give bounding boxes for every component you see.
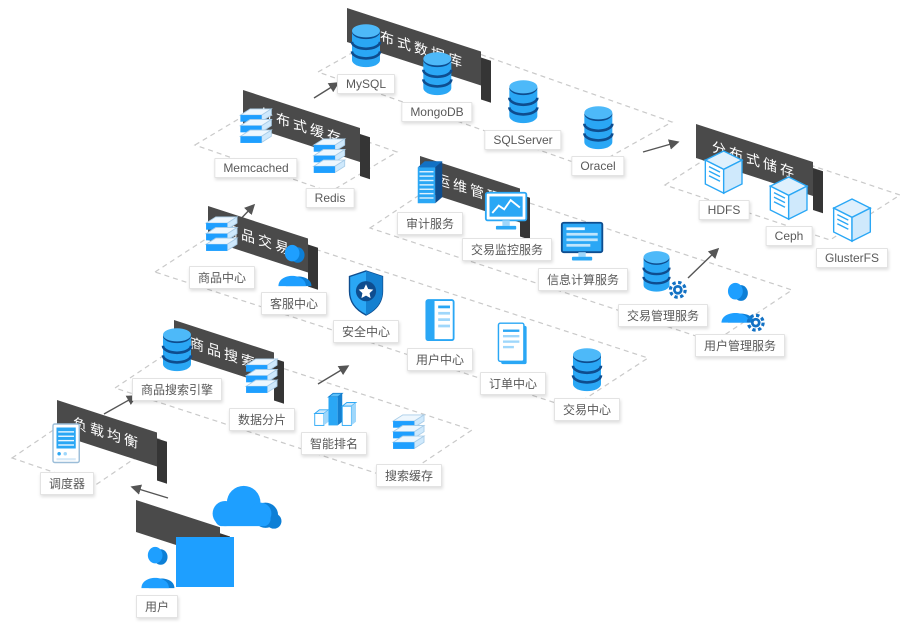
node-label: 交易监控服务 bbox=[461, 238, 553, 261]
node-redis: Redis bbox=[305, 136, 355, 208]
node-label: 交易管理服务 bbox=[617, 304, 709, 327]
node-user: 用户 bbox=[135, 543, 179, 618]
node-label: Memcached bbox=[214, 158, 298, 178]
node-trade-monitor-service: 交易监控服务 bbox=[461, 190, 553, 261]
flow-arrow-ops-to-storage bbox=[687, 247, 720, 279]
monitor-screen-icon bbox=[559, 220, 607, 266]
node-mysql: MySQL bbox=[336, 22, 396, 94]
database-gear-icon bbox=[638, 248, 688, 302]
node-trade-mgmt-service: 交易管理服务 bbox=[617, 248, 709, 327]
cloud-icon bbox=[200, 478, 284, 534]
node-label: GlusterFS bbox=[815, 248, 889, 268]
shield-star-icon bbox=[344, 268, 388, 318]
database-icon bbox=[502, 78, 544, 128]
node-scheduler: 调度器 bbox=[39, 420, 95, 495]
user-icon bbox=[272, 242, 316, 290]
node-sqlserver: SQLServer bbox=[484, 78, 562, 150]
node-label: 交易中心 bbox=[553, 398, 621, 421]
node-label: MySQL bbox=[336, 74, 396, 94]
flow-arrow-user-to-scheduler bbox=[130, 484, 169, 499]
storage-cube-icon bbox=[830, 196, 874, 246]
node-label: MongoDB bbox=[401, 102, 473, 122]
database-icon bbox=[416, 50, 458, 100]
database-icon bbox=[577, 104, 619, 154]
user-icon bbox=[135, 543, 179, 593]
document-icon bbox=[493, 320, 533, 370]
node-label: Oracel bbox=[571, 156, 625, 176]
node-oracel: Oracel bbox=[571, 104, 625, 176]
node-search-cache: 搜索缓存 bbox=[375, 412, 443, 487]
database-icon bbox=[345, 22, 387, 72]
node-label: 用户 bbox=[135, 595, 178, 618]
node-search-engine: 商品搜索引擎 bbox=[131, 326, 223, 401]
database-icon bbox=[566, 346, 608, 396]
server-stack-icon bbox=[307, 136, 353, 186]
node-hdfs: HDFS bbox=[698, 148, 750, 220]
storage-cube-icon bbox=[767, 174, 811, 224]
node-label: 订单中心 bbox=[479, 372, 547, 395]
flow-arrow-cache-to-database bbox=[313, 82, 340, 99]
node-memcached: Memcached bbox=[214, 106, 298, 178]
node-user-mgmt-service: 用户管理服务 bbox=[694, 280, 786, 357]
node-trade-center: 交易中心 bbox=[553, 346, 621, 421]
platform-outline-ops bbox=[368, 175, 794, 343]
node-ceph: Ceph bbox=[765, 174, 813, 246]
node-label: 调度器 bbox=[39, 472, 95, 495]
node-label: 搜索缓存 bbox=[375, 464, 443, 487]
node-order-center: 订单中心 bbox=[479, 320, 547, 395]
bar-chart-icon bbox=[310, 386, 358, 430]
node-label: 用户中心 bbox=[406, 348, 474, 371]
database-icon bbox=[156, 326, 198, 376]
monitor-chart-icon bbox=[483, 190, 531, 236]
node-security-center: 安全中心 bbox=[332, 268, 400, 343]
node-label: 安全中心 bbox=[332, 320, 400, 343]
cloud-wrap bbox=[200, 478, 284, 534]
server-rack-icon bbox=[409, 158, 451, 210]
node-glusterfs: GlusterFS bbox=[815, 196, 889, 268]
node-label: 商品搜索引擎 bbox=[131, 378, 223, 401]
node-label: 用户管理服务 bbox=[694, 334, 786, 357]
node-label: HDFS bbox=[698, 200, 750, 220]
server-stack-icon bbox=[233, 106, 279, 156]
node-customer-service-center: 客服中心 bbox=[260, 242, 328, 315]
node-product-center: 商品中心 bbox=[188, 214, 256, 289]
server-stack-icon bbox=[386, 412, 432, 462]
node-label: 审计服务 bbox=[396, 212, 464, 235]
blue-square-decoration bbox=[176, 537, 234, 587]
node-label: 客服中心 bbox=[260, 292, 328, 315]
node-label: 商品中心 bbox=[188, 266, 256, 289]
node-smart-ranking: 智能排名 bbox=[300, 386, 368, 455]
user-gear-icon bbox=[715, 280, 765, 332]
node-mongodb: MongoDB bbox=[401, 50, 473, 122]
node-user-center: 用户中心 bbox=[406, 296, 474, 371]
node-label: Redis bbox=[305, 188, 355, 208]
node-label: SQLServer bbox=[484, 130, 562, 150]
node-label: 信息计算服务 bbox=[537, 268, 629, 291]
flow-arrow-database-to-storage bbox=[642, 139, 680, 153]
node-data-shard: 数据分片 bbox=[228, 356, 296, 431]
node-info-compute-service: 信息计算服务 bbox=[537, 220, 629, 291]
storage-cube-icon bbox=[702, 148, 746, 198]
server-stack-icon bbox=[199, 214, 245, 264]
flow-arrow-lb-to-search bbox=[103, 395, 138, 415]
node-label: Ceph bbox=[765, 226, 813, 246]
node-audit-service: 审计服务 bbox=[396, 158, 464, 235]
node-label: 数据分片 bbox=[228, 408, 296, 431]
platform-outline-database bbox=[316, 25, 674, 169]
id-card-icon bbox=[420, 296, 460, 346]
scheduler-icon bbox=[46, 420, 88, 470]
node-label: 智能排名 bbox=[300, 432, 368, 455]
flow-arrow-search-to-trade bbox=[317, 365, 350, 385]
server-stack-icon bbox=[239, 356, 285, 406]
